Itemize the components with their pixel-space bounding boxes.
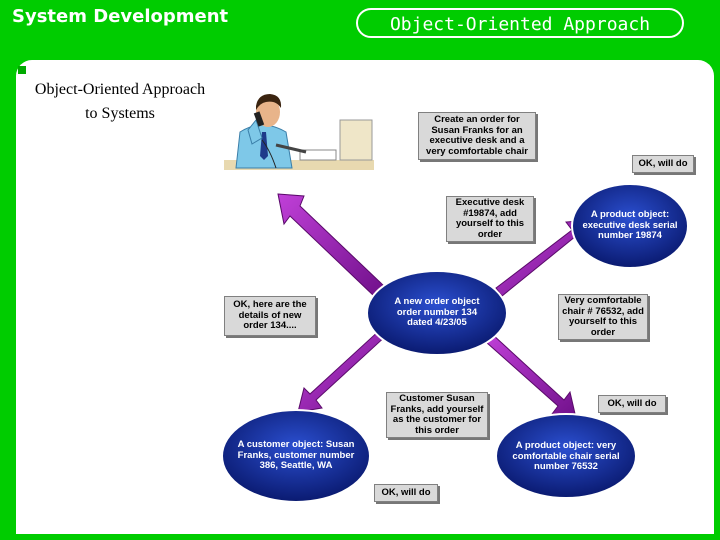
slide-title-pill: Object-Oriented Approach bbox=[356, 8, 684, 38]
new-order-object-label: A new order object order number 134 date… bbox=[394, 296, 480, 329]
message-executive-desk-add: Executive desk #19874, add yourself to t… bbox=[446, 196, 534, 242]
bullet-marker bbox=[18, 66, 26, 74]
product-desk-object-shape bbox=[571, 183, 689, 269]
arrow-order-to-customer bbox=[297, 327, 389, 413]
message-ok-chair: OK, will do bbox=[598, 395, 666, 413]
message-create-order: Create an order for Susan Franks for an … bbox=[418, 112, 536, 160]
arrow-order-to-person bbox=[277, 193, 392, 298]
slide-header-title: System Development bbox=[12, 6, 229, 27]
message-customer-add: Customer Susan Franks, add yourself as t… bbox=[386, 392, 488, 438]
customer-object-shape bbox=[221, 409, 371, 503]
person-on-phone-illustration bbox=[222, 94, 374, 173]
product-chair-object-shape bbox=[495, 413, 637, 499]
customer-object-label: A customer object: Susan Franks, custome… bbox=[237, 439, 355, 472]
new-order-object-shape bbox=[366, 270, 508, 356]
product-desk-object-label: A product object: executive desk serial … bbox=[582, 209, 678, 242]
sidebar-text: Object-Oriented Approach to Systems bbox=[34, 81, 206, 122]
message-chair-add: Very comfortable chair # 76532, add your… bbox=[558, 294, 648, 340]
message-ok-customer: OK, will do bbox=[374, 484, 438, 502]
product-chair-object-label: A product object: very comfortable chair… bbox=[512, 440, 620, 473]
message-ok-details: OK, here are the details of new order 13… bbox=[224, 296, 316, 336]
message-ok-desk: OK, will do bbox=[632, 155, 694, 173]
arrow-order-to-chair bbox=[485, 333, 577, 419]
